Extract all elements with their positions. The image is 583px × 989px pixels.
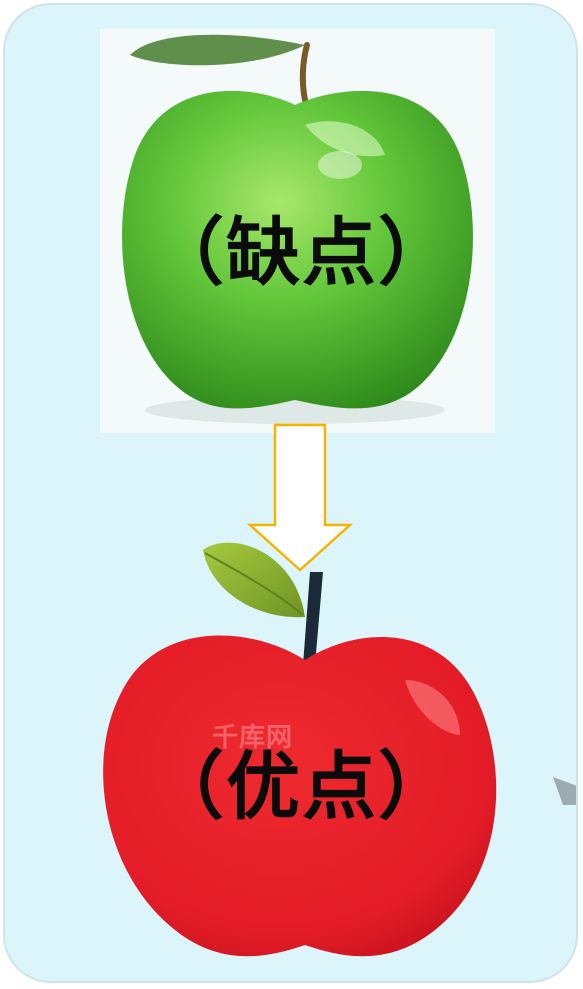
slide-card: （缺点） 千库网 （优点） bbox=[3, 3, 578, 983]
down-arrow-icon bbox=[246, 423, 354, 572]
green-apple-icon bbox=[122, 34, 473, 424]
disadvantage-label: （缺点） bbox=[150, 210, 454, 296]
edge-decoration bbox=[553, 777, 576, 805]
illustration-canvas bbox=[103, 34, 576, 957]
watermark: 千库网 bbox=[212, 723, 294, 753]
red-apple-icon bbox=[103, 542, 497, 957]
advantage-label: （优点） bbox=[150, 744, 454, 830]
